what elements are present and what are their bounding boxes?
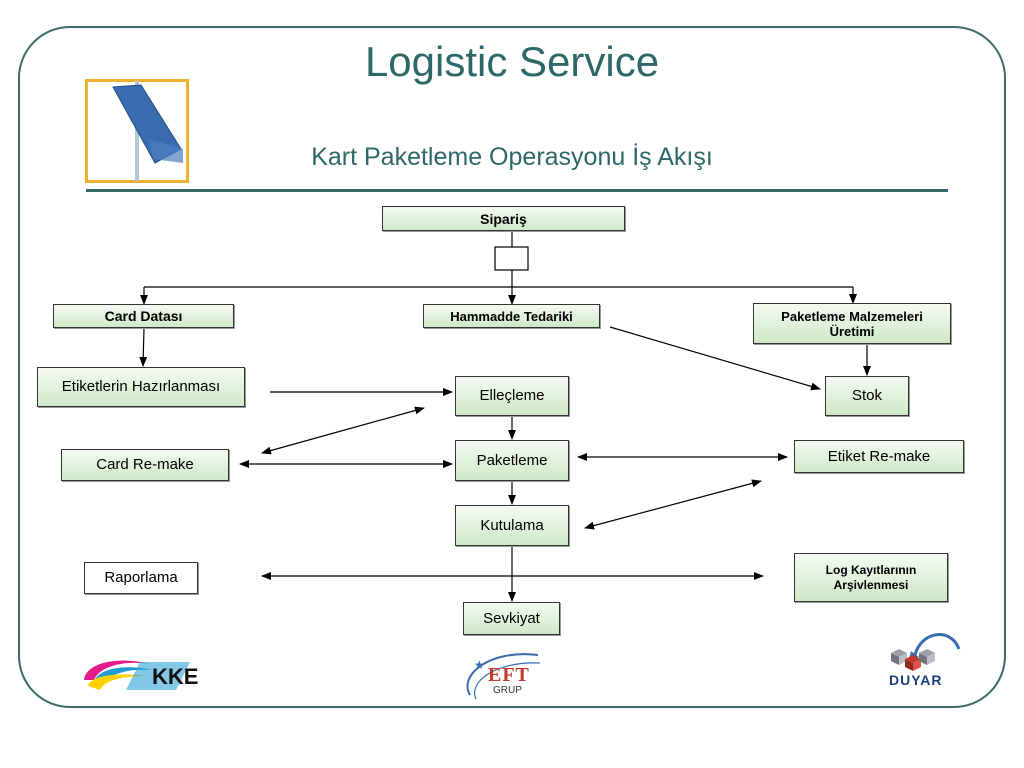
- node-ellecleme: Elleçleme: [455, 376, 569, 416]
- duyar-logo: DUYAR: [889, 633, 961, 688]
- arrow-card-to-etiketlerin: [139, 327, 148, 367]
- eft-logo-grup: GRUP: [493, 685, 522, 696]
- node-raporlama: Raporlama: [84, 562, 198, 594]
- node-hammadde-tedariki: Hammadde Tedariki: [423, 304, 600, 328]
- page-subtitle: Kart Paketleme Operasyonu İş Akışı: [311, 143, 713, 171]
- eft-star-icon: ★: [474, 658, 485, 672]
- node-paketleme-malzemeleri: Paketleme Malzemeleri Üretimi: [753, 303, 951, 344]
- kke-logo: KKE: [84, 660, 198, 690]
- page-title: Logistic Service: [364, 38, 660, 85]
- slide-frame: [18, 26, 1006, 708]
- junction-box: [494, 246, 529, 271]
- corner-logo: [85, 79, 189, 183]
- arrow-kutulama-etiket-remake: [584, 479, 762, 530]
- title-divider: [86, 189, 948, 192]
- node-stok: Stok: [825, 376, 909, 416]
- eft-logo-text: EFT: [488, 664, 530, 686]
- kke-logo-text: KKE: [152, 664, 198, 689]
- arrow-ellecleme-card-remake: [261, 406, 425, 455]
- node-etiket-remake: Etiket Re-make: [794, 440, 964, 473]
- duyar-logo-text: DUYAR: [889, 672, 943, 688]
- node-paketleme: Paketleme: [455, 440, 569, 481]
- node-card-remake: Card Re-make: [61, 449, 229, 481]
- eft-grup-logo: ★ EFT GRUP: [466, 653, 541, 700]
- node-sevkiyat: Sevkiyat: [463, 602, 560, 635]
- node-etiketlerin-hazirlanmasi: Etiketlerin Hazırlanması: [37, 367, 245, 407]
- node-log-kayitlari: Log Kayıtlarının Arşivlenmesi: [794, 553, 948, 602]
- arrow-hammadde-to-stok: [609, 326, 821, 391]
- node-card-datasi: Card Datası: [53, 304, 234, 328]
- node-siparis: Sipariş: [382, 206, 625, 231]
- node-kutulama: Kutulama: [455, 505, 569, 546]
